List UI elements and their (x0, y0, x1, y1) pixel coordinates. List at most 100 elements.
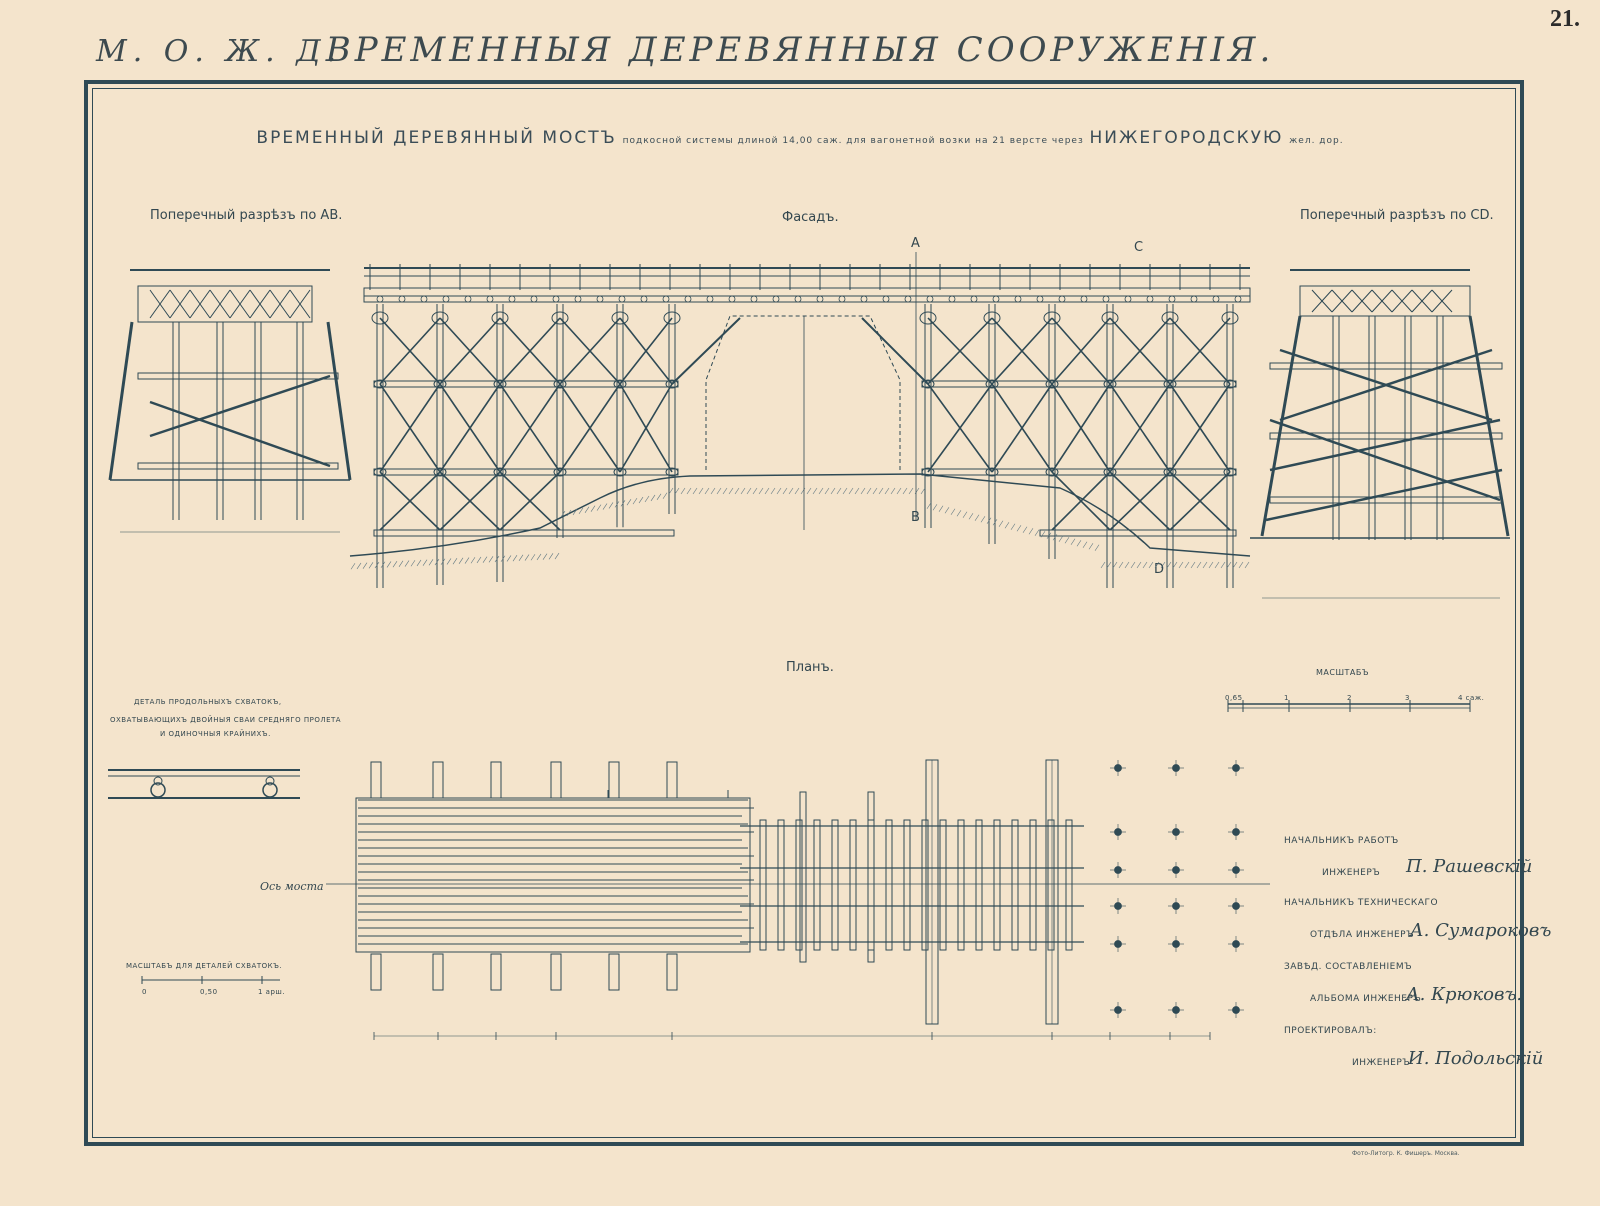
section-cd-diagonal (1269, 418, 1501, 502)
facade-ground-hatch (1010, 523, 1016, 530)
facade-ground-hatch (440, 558, 446, 565)
header-title: ВРЕМЕННЫЯ ДЕРЕВЯННЫЯ СООРУЖЕНIЯ. (325, 30, 1275, 70)
detail-title-line-3: И ОДИНОЧНЫЯ КРАЙНИХЪ. (160, 730, 271, 738)
facade-bolt (816, 295, 824, 303)
section-cd-truss (1411, 289, 1433, 313)
facade-bolt (926, 295, 934, 303)
facade-bolt (860, 295, 868, 303)
facade-bolt (882, 295, 890, 303)
facade-ground-hatch (1028, 528, 1034, 535)
section-cd-raker (1260, 315, 1302, 537)
plan-cross-tie (777, 819, 785, 951)
facade-ground-hatch (674, 487, 680, 495)
facade-ground-hatch (1184, 561, 1190, 569)
facade-cross-brace (379, 383, 441, 473)
facade-cross-brace (1169, 383, 1231, 473)
facade-cross-brace (927, 317, 993, 385)
facade-pile-cap (663, 311, 681, 325)
facade-clamp (493, 467, 507, 477)
detail-pile-section (262, 782, 278, 798)
facade-ground-hatch (740, 487, 746, 495)
facade-bolt (794, 295, 802, 303)
facade-ground-hatch (920, 487, 926, 495)
facade-ground-hatch (746, 487, 752, 495)
section-ab-truss (269, 289, 291, 319)
facade-ground-hatch (752, 487, 758, 495)
facade-ground-hatch (1214, 561, 1220, 569)
facade-pile-cap (1101, 311, 1119, 325)
facade-bolt (838, 295, 846, 303)
facade-bolt (728, 295, 736, 303)
facade-bolt (530, 295, 538, 303)
facade-bolt (1058, 295, 1066, 303)
facade-ground-hatch (1226, 561, 1232, 569)
facade-ground-hatch (944, 507, 950, 514)
facade-bolt (442, 295, 450, 303)
plan-cross-tie (939, 819, 947, 951)
facade-cross-brace (499, 471, 561, 531)
plan-cross-tie (993, 819, 1001, 951)
facade-ground-hatch (866, 487, 872, 495)
plan-pile-top (608, 761, 620, 799)
facade-ground-hatch (524, 554, 530, 561)
plan-pile-bottom (432, 953, 444, 991)
detail-pile-section (150, 782, 166, 798)
facade-ground-hatch (1130, 561, 1136, 569)
facade-cross-brace (619, 383, 673, 473)
plan-pile-bottom (370, 953, 382, 991)
facade-deck-beam (363, 287, 1251, 297)
facade-ground-hatch (446, 558, 452, 565)
facade-bottom-waling (373, 529, 675, 537)
sheet-frame-inner (92, 88, 1516, 1138)
facade-ground-hatch (1094, 544, 1100, 551)
facade-cross-brace (1051, 317, 1111, 385)
section-letter-b: B (911, 510, 920, 525)
facade-ground-hatch (668, 487, 674, 495)
facade-ground-hatch (794, 487, 800, 495)
credit-role: НАЧАЛЬНИКЪ ТЕХНИЧЕСКАГО (1284, 898, 1439, 908)
facade-bolt (772, 295, 780, 303)
facade-ground-hatch (392, 560, 398, 568)
facade-clamp (1163, 379, 1177, 389)
plan-cross-tie (1011, 819, 1019, 951)
section-letter-c: C (1134, 240, 1144, 255)
facade-cross-brace (1169, 317, 1231, 385)
detail-title-line-1: ДЕТАЛЬ ПРОДОЛЬНЫХЪ СХВАТОКЪ, (134, 698, 282, 706)
facade-ground-hatch (404, 560, 410, 567)
facade-stringer (363, 295, 1251, 303)
facade-ground-hatch (1076, 540, 1082, 547)
facade-ground-hatch (980, 516, 986, 523)
facade-ground-hatch (494, 555, 500, 563)
plan-pile-bottom (550, 953, 562, 991)
facade-ground-hatch (644, 495, 650, 503)
plan-pile-top (370, 761, 382, 799)
scale-tick-label: 0,65 (1225, 694, 1243, 702)
facade-bolt (1014, 295, 1022, 303)
sheet-title-abbr: жел. дор. (1289, 136, 1344, 146)
facade-cross-brace (379, 471, 441, 531)
bridge-axis-label: Ось моста (260, 880, 324, 893)
detail-scale-tick-label: 0,50 (200, 988, 218, 996)
sheet-title-desc: подкосной системы длиной 14,00 саж. для … (622, 136, 1084, 146)
credit-title: ИНЖЕНЕРЪ (1322, 868, 1381, 878)
facade-bolt (376, 295, 384, 303)
facade-ground-hatch (692, 487, 698, 495)
facade-ground-hatch (1064, 537, 1070, 544)
facade-ground-hatch (584, 506, 590, 513)
facade-waling (921, 380, 1237, 388)
facade-ground-hatch (698, 487, 704, 495)
facade-ground-hatch (710, 487, 716, 495)
facade-ground-hatch (572, 508, 578, 516)
facade-ground-hatch (458, 557, 464, 565)
facade-ground-hatch (530, 554, 536, 561)
facade-ground-hatch (488, 556, 494, 563)
scale-label: МАСШТАБЪ (1316, 668, 1370, 677)
plan-cross-tie (795, 819, 803, 951)
facade-ground-hatch (704, 487, 710, 495)
facade-ground-hatch (722, 487, 728, 495)
plan-pile-bottom (608, 953, 620, 991)
plan-cross-tie (849, 819, 857, 951)
facade-clearance-gauge (705, 315, 901, 470)
facade-ground-hatch (380, 561, 386, 568)
detail-bolt (265, 776, 275, 786)
